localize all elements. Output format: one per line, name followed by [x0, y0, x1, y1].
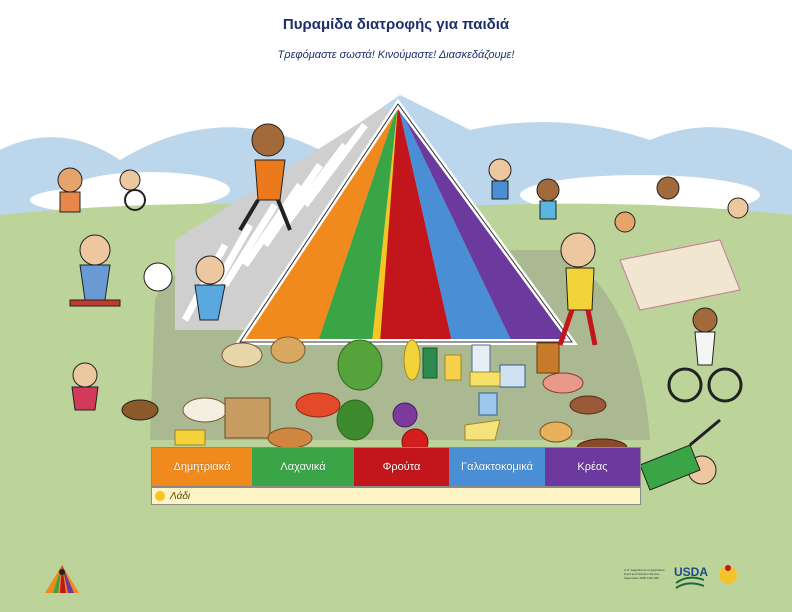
legend-grains: Δημητριακά: [152, 448, 252, 486]
legend-oils: Λάδι: [151, 487, 641, 505]
legend-fruits-label: Φρούτα: [382, 461, 421, 473]
legend-oils-label: Λάδι: [170, 490, 191, 502]
mypyramid-logo: [45, 565, 79, 593]
page-title: Πυραμίδα διατροφής για παιδιά: [282, 16, 510, 33]
pyramid-band-oils: [372, 104, 398, 342]
legend-fruits: Φρούτα: [354, 448, 449, 486]
legend-dairy: Γαλακτοκομικά: [449, 448, 545, 486]
pyramid-band-vegetables: [318, 104, 398, 342]
legend-dairy-label: Γαλακτοκομικά: [461, 461, 533, 473]
oil-drop-icon: [155, 491, 165, 501]
pyramid-band-fruits: [378, 104, 452, 342]
usda-caption: U.S. Department of Agriculture Food and …: [624, 568, 665, 580]
legend-meat: Κρέας: [545, 448, 640, 486]
legend-meat-label: Κρέας: [577, 461, 608, 473]
food-group-legend: Δημητριακά Λαχανικά Φρούτα Γαλακτοκομικά…: [151, 447, 641, 487]
legend-vegetables-label: Λαχανικά: [280, 461, 326, 473]
legend-grains-label: Δημητριακά: [173, 461, 231, 473]
children-illustrations: [57, 123, 749, 501]
usda-logo-mark: [675, 576, 705, 589]
page-subtitle: Τρεφόμαστε σωστά! Κινούμαστε! Διασκεδάζο…: [277, 49, 515, 61]
usda-label: USDA: [674, 565, 709, 579]
food-illustrations: [174, 336, 628, 458]
legend-vegetables: Λαχανικά: [252, 448, 354, 486]
team-nutrition-logo: [719, 565, 737, 584]
food-pyramid: [234, 98, 578, 345]
